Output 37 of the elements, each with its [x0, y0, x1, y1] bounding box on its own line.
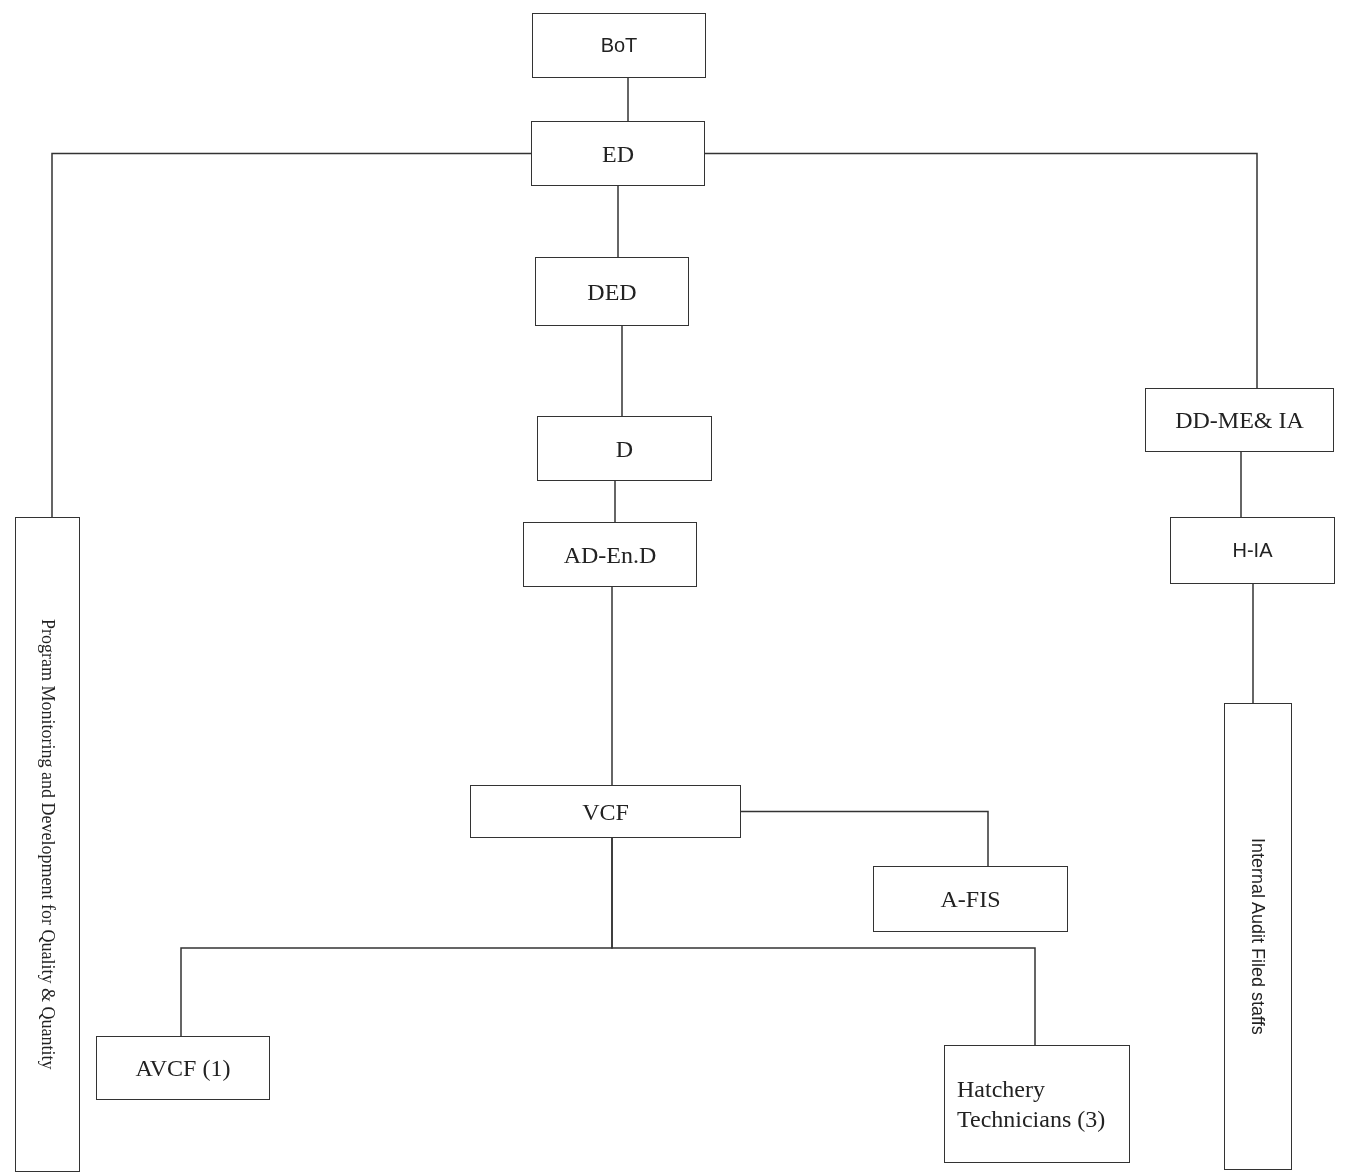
connector-line — [614, 480, 616, 523]
org-box — [470, 785, 741, 838]
box-label: D — [614, 434, 635, 464]
org-box — [1145, 388, 1334, 452]
org-box — [531, 121, 705, 186]
org-box — [944, 1045, 1130, 1163]
org-box — [96, 1036, 270, 1100]
box-label: A-FIS — [939, 885, 1002, 914]
connector-line — [740, 810, 989, 867]
connector-line — [621, 325, 623, 417]
org-box — [873, 866, 1068, 932]
org-box — [15, 517, 80, 1172]
box-label: H-IA — [1231, 538, 1274, 563]
box-label: DD-ME& IA — [1174, 406, 1305, 435]
org-box — [1170, 517, 1335, 584]
connector-line — [627, 77, 629, 122]
box-label: AVCF (1) — [134, 1054, 232, 1083]
org-box — [532, 13, 706, 78]
connector-line — [611, 586, 613, 786]
org-box — [537, 416, 712, 481]
box-label: AD-En.D — [562, 540, 658, 570]
connector-line — [617, 185, 619, 258]
box-label: Internal Audit Filed staffs — [1247, 838, 1270, 1035]
box-label: BoT — [599, 33, 639, 58]
box-label: Program Monitoring and Development for Quality & Quantity — [36, 619, 59, 1070]
org-box — [1224, 703, 1292, 1170]
org-box — [535, 257, 689, 326]
box-label: Hatchery Technicians (3) — [956, 1075, 1107, 1134]
connector-line — [1252, 583, 1254, 704]
org-box — [523, 522, 697, 587]
connector-line — [51, 152, 532, 518]
connector-line — [1240, 451, 1242, 518]
box-label: VCF — [581, 797, 630, 827]
box-label: ED — [601, 139, 635, 169]
connector-line — [704, 152, 1258, 389]
box-label: DED — [586, 277, 638, 307]
connector-line — [611, 837, 1036, 1046]
